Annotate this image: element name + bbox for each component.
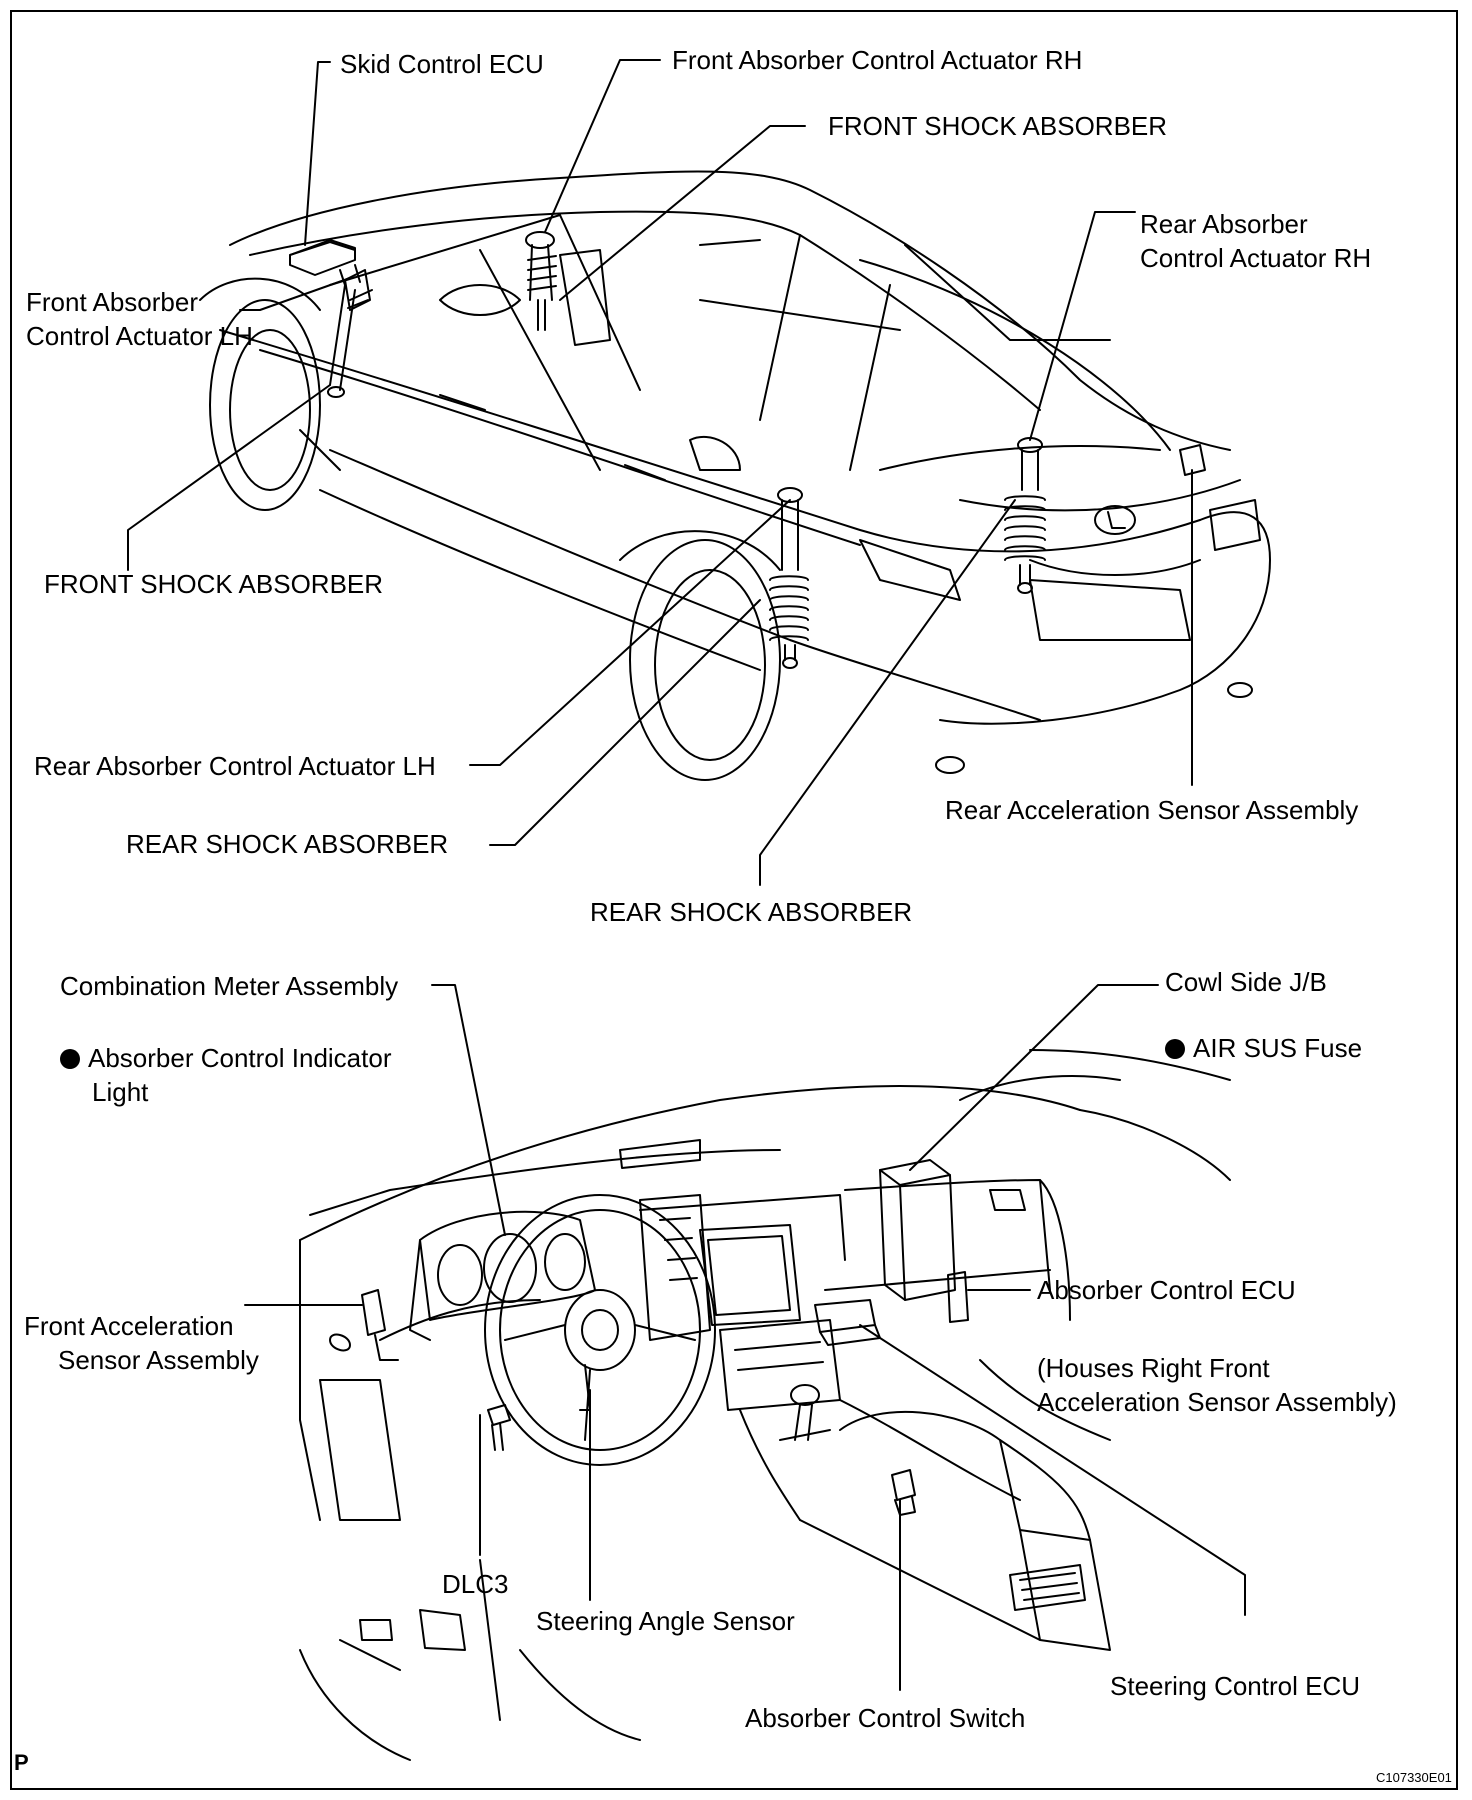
label-rear-actuator-lh: Rear Absorber Control Actuator LH (34, 751, 436, 781)
bullet-dot-icon (60, 1049, 80, 1069)
label-front-actuator-lh-line1: Front Absorber (26, 287, 198, 317)
label-front-actuator-lh-line2: Control Actuator LH (26, 321, 253, 351)
label-cowl-side-jb: Cowl Side J/B (1165, 967, 1327, 997)
label-front-shock-absorber-lower: FRONT SHOCK ABSORBER (44, 569, 384, 599)
label-rear-actuator-rh-line1: Rear Absorber (1140, 209, 1308, 239)
page-marker: P (14, 1750, 29, 1775)
diagram-frame (10, 10, 1458, 1790)
label-absorber-control-switch: Absorber Control Switch (745, 1703, 1026, 1733)
label-rear-acceleration-sensor: Rear Acceleration Sensor Assembly (945, 795, 1359, 825)
label-rear-shock-absorber-center: REAR SHOCK ABSORBER (590, 897, 913, 927)
absorber-control-ecu-part (947, 1271, 969, 1323)
label-rear-actuator-rh-line2: Control Actuator RH (1140, 243, 1372, 273)
bullet-dot-icon (1165, 1039, 1185, 1059)
cowl-side-jb-part (879, 1159, 956, 1301)
label-houses-note-line1: (Houses Right Front (1037, 1353, 1270, 1383)
label-dlc3: DLC3 (442, 1569, 509, 1599)
leader-lines-bottom (244, 984, 1246, 1691)
rear-shock-lh-part (769, 487, 809, 669)
label-front-actuator-rh: Front Absorber Control Actuator RH (672, 45, 1083, 75)
label-houses-note-line2: Acceleration Sensor Assembly) (1037, 1387, 1397, 1417)
label-front-accel-sensor-line2: Sensor Assembly (58, 1345, 259, 1375)
label-rear-shock-absorber-left: REAR SHOCK ABSORBER (126, 829, 449, 859)
dlc3-part (487, 1404, 511, 1451)
rear-shock-rh-part (1004, 437, 1046, 594)
front-acceleration-sensor-part (361, 1289, 399, 1361)
rear-acceleration-sensor-part (1179, 444, 1206, 476)
air-sus-fuse-text: AIR SUS Fuse (1193, 1033, 1363, 1063)
car-body-outline (199, 170, 1271, 781)
leader-lines-top (127, 59, 1193, 886)
absorber-control-switch-part (891, 1469, 916, 1516)
label-skid-control-ecu: Skid Control ECU (340, 49, 544, 79)
label-steering-angle-sensor: Steering Angle Sensor (536, 1606, 795, 1636)
label-combination-meter: Combination Meter Assembly (60, 971, 399, 1001)
label-indicator-light-line1: Absorber Control Indicator (60, 1042, 391, 1074)
label-front-accel-sensor-line1: Front Acceleration (24, 1311, 234, 1341)
label-indicator-light-line2: Light (92, 1077, 149, 1107)
front-shock-rh-part (525, 231, 557, 331)
figure-code: C107330E01 (1376, 1770, 1452, 1785)
label-front-shock-absorber-upper: FRONT SHOCK ABSORBER (828, 111, 1168, 141)
label-absorber-control-ecu: Absorber Control ECU (1037, 1275, 1296, 1305)
front-shock-lh-part (327, 264, 373, 398)
combination-meter-part (409, 1210, 596, 1341)
steering-control-ecu-part (814, 1299, 881, 1346)
indicator-light-text: Absorber Control Indicator (88, 1043, 392, 1073)
label-air-sus-fuse: AIR SUS Fuse (1165, 1032, 1362, 1064)
skid-control-ecu-part (289, 239, 356, 276)
label-steering-control-ecu: Steering Control ECU (1110, 1671, 1360, 1701)
dashboard-outline (299, 1049, 1231, 1761)
